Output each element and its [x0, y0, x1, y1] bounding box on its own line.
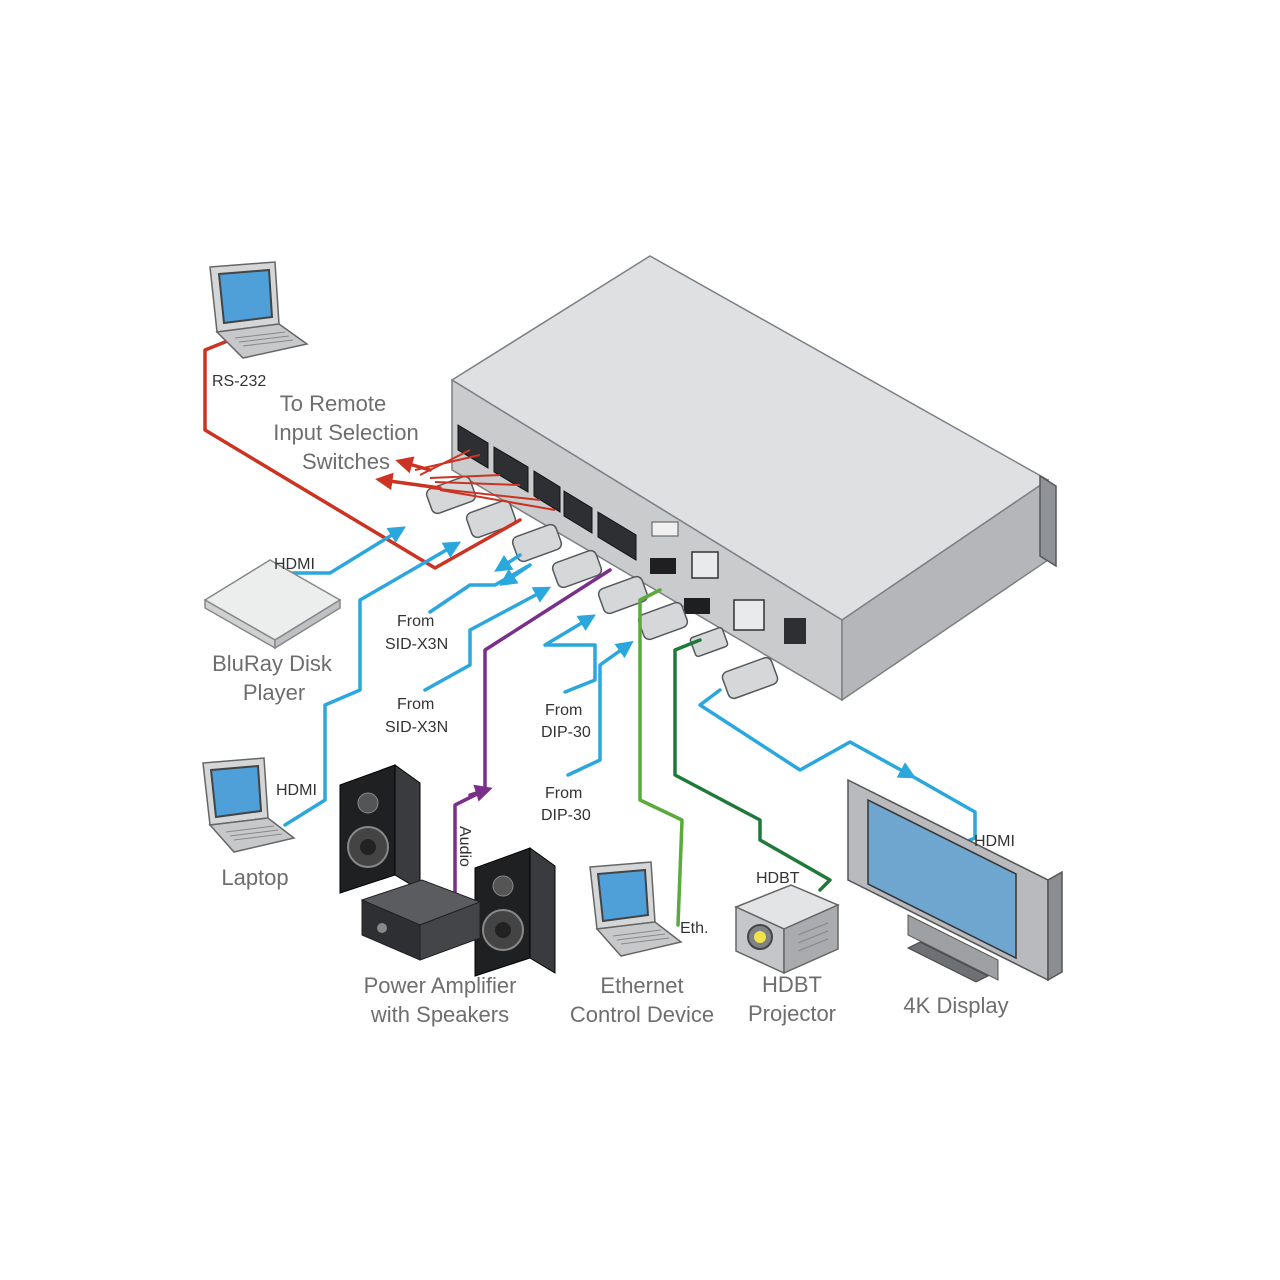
ethernet-cable: [638, 588, 684, 927]
dip30-cable-2: [566, 640, 634, 777]
eth-label: Eth.: [680, 920, 708, 937]
projector-label-line1: HDBT: [762, 972, 822, 997]
laptop-hdmi-label: HDMI: [276, 782, 317, 799]
remote-switches-label-line3: Switches: [302, 449, 390, 474]
laptop-icon: [209, 261, 309, 359]
laptop-hdmi-cable: [283, 541, 462, 827]
hdbt-port: [733, 599, 765, 631]
dip30-cable-1: [543, 614, 597, 694]
laptop-label: Laptop: [221, 865, 288, 890]
remote-switches-label-line1: To Remote: [280, 391, 386, 416]
display-hdmi-label: HDMI: [974, 833, 1015, 850]
speaker-icon: [474, 847, 556, 977]
hdmi-port-1: [650, 558, 676, 574]
bluray-hdmi-label: HDMI: [274, 556, 315, 573]
power-connector: [784, 618, 806, 644]
display-icon: [847, 778, 1063, 983]
ethernet-device-label-line1: Ethernet: [600, 973, 683, 998]
speaker-icon: [339, 764, 421, 894]
dip30-1-label-line1: From: [545, 702, 582, 719]
dip30-2-label-line2: DIP-30: [541, 807, 591, 824]
display-hdmi-cable: [698, 688, 917, 779]
amplifier-label-line1: Power Amplifier: [364, 973, 517, 998]
projector-label-line2: Projector: [748, 1001, 836, 1026]
ethernet-device-label-line2: Control Device: [570, 1002, 714, 1027]
laptop-icon: [202, 757, 296, 853]
dip30-2-label-line1: From: [545, 785, 582, 802]
sid-x3n-1-label-line1: From: [397, 613, 434, 630]
dip30-1-label-line2: DIP-30: [541, 724, 591, 741]
audio-label: Audio: [456, 826, 473, 867]
hdbt-cable: [673, 638, 832, 892]
bluray-label-line1: BluRay Disk: [212, 651, 333, 676]
hdmi-plugs: [425, 475, 779, 700]
audio-arrow: [468, 784, 493, 802]
sid-x3n-arrow-1: [494, 553, 522, 572]
terminal-blocks: [457, 424, 637, 561]
hdmi-port-2: [684, 598, 710, 614]
remote-arrow-2: [375, 472, 442, 491]
sid-x3n-cable-1: [428, 563, 532, 614]
projector-icon: [734, 884, 840, 975]
display-label: 4K Display: [903, 993, 1008, 1018]
laptop-icon: [589, 861, 683, 957]
bluray-player-icon: [203, 559, 342, 650]
remote-switches-label-line2: Input Selection: [273, 420, 419, 445]
sid-x3n-1-label-line2: SID-X3N: [385, 636, 448, 653]
amplifier-icon: [360, 879, 482, 961]
bluray-label-line2: Player: [243, 680, 305, 705]
switcher-device-icon: [450, 255, 1057, 702]
amplifier-label-line2: with Speakers: [370, 1002, 509, 1027]
rs232-label: RS-232: [212, 373, 266, 390]
remote-arrow-1: [395, 456, 432, 474]
sid-x3n-2-label-line2: SID-X3N: [385, 719, 448, 736]
dip-switch: [651, 521, 679, 537]
sid-x3n-2-label-line1: From: [397, 696, 434, 713]
sid-x3n-cable-2: [423, 586, 552, 692]
rs232-cable: [203, 338, 522, 570]
hdbt-cable-label: HDBT: [756, 870, 800, 887]
ethernet-port: [691, 551, 719, 579]
